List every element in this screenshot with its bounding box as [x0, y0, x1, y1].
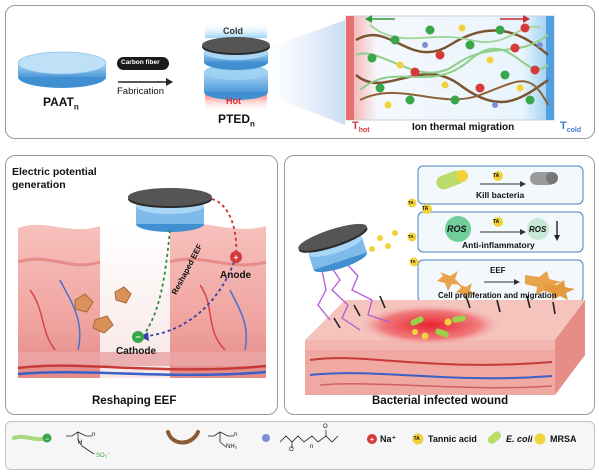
paat-label: PAATn [43, 95, 79, 112]
cell-proliferation-label: Cell proliferation and migration [438, 291, 557, 300]
zoom-beam [268, 20, 345, 125]
reshaped-eef-line [147, 261, 235, 337]
reshaping-eef-caption: Reshaping EEF [92, 395, 177, 407]
ta-tag-float-2: TA [422, 206, 429, 212]
legend-chem-n3: n [310, 444, 314, 450]
fibroblast-cells [74, 286, 132, 334]
legend-bar [5, 421, 595, 470]
ros-label-2: ROS [529, 225, 547, 234]
cathode-label: Cathode [116, 346, 156, 357]
ros-label-1: ROS [447, 224, 467, 234]
ta-tag-ros: TA [493, 219, 500, 225]
legend-ecoli-icon [487, 431, 502, 444]
legend-chem-so3: SO₃⁻ [96, 453, 111, 459]
svg-text:+: + [234, 253, 239, 262]
legend-ta-tag: TA [413, 436, 420, 442]
t-cold-label: Tcold [560, 120, 582, 135]
electric-potential-title: Electric potential generation [12, 166, 97, 191]
legend-chem-n1: n [92, 432, 96, 438]
eef-box-label: EEF [490, 266, 506, 275]
skin-hairs [333, 295, 556, 329]
cold-label: Cold [223, 26, 243, 36]
field-line-green [144, 229, 171, 334]
legend-ta-icon [412, 433, 424, 445]
legend-mrsa-icon [534, 433, 546, 445]
top-panel-illustration [17, 15, 555, 125]
ros-circle-small [527, 218, 549, 240]
svg-text:−: − [135, 332, 140, 342]
legend-ta-label: Tannic acid [428, 434, 477, 444]
wound-bacteria [410, 315, 466, 340]
ta-tag-float-3: TA [408, 234, 414, 239]
carbon-fiber-pill [117, 57, 169, 70]
svg-text:−: − [45, 437, 49, 443]
legend-chem-o2: O [323, 424, 328, 430]
pted-device [202, 22, 270, 112]
t-hot-label: Thot [352, 120, 370, 135]
legend-chem-h1: H [78, 440, 83, 446]
pted-label: PTEDn [218, 112, 255, 129]
legend-acrylamide-structure [208, 431, 234, 448]
legend-chem-n2: n [234, 432, 238, 438]
legend-chem-o1: O [289, 447, 294, 453]
ta-particles [369, 198, 432, 267]
carbon-fiber-label: Carbon fiber [121, 59, 160, 66]
ion-migration-label: Ion thermal migration [412, 122, 515, 133]
bacterial-wound-caption: Bacterial infected wound [372, 395, 509, 407]
ta-tag-kill: TA [493, 173, 500, 179]
legend-crosslinker-structure [279, 430, 339, 448]
legend-chem-nh2: NH₂ [226, 444, 237, 450]
ros-circle-large [445, 216, 471, 242]
legend-na-icon [367, 434, 377, 444]
ions-group [367, 23, 543, 109]
legend-crosslinker-dot [262, 434, 270, 442]
ta-tag-float-1: TA [408, 200, 414, 205]
kill-bacteria-label: Kill bacteria [476, 190, 525, 200]
ta-molecule-kill [493, 171, 503, 181]
anti-inflammatory-label: Anti-inflammatory [462, 240, 535, 250]
right-pted-device [298, 223, 368, 273]
cells-after [525, 271, 575, 300]
legend-ecoli-label: E. coli [506, 434, 533, 444]
svg-text:+: + [370, 437, 374, 444]
ta-tag-float-4: TA [410, 259, 416, 264]
legend-green-chain [12, 434, 48, 442]
legend-na-label: Na⁺ [380, 434, 397, 444]
cells-before [437, 271, 475, 300]
lightning-bolts [317, 261, 391, 331]
hot-label: Hot [226, 96, 241, 106]
tissue-block [17, 223, 267, 378]
ion-migration-box [345, 15, 555, 121]
anode-label: Anode [220, 270, 252, 281]
ta-molecule-ros [493, 217, 503, 227]
anode-marker [230, 251, 242, 263]
legend-mrsa-label: MRSA [550, 434, 577, 444]
wound-skin-block [305, 300, 585, 395]
cathode-marker [132, 331, 144, 343]
legend-amps-structure [66, 431, 95, 455]
paat-disk [17, 51, 107, 88]
left-pted-device [128, 188, 212, 232]
legend-brown-chain [166, 430, 200, 445]
fabrication-label: Fabrication [117, 86, 164, 97]
ecoli-capsule [436, 170, 468, 190]
